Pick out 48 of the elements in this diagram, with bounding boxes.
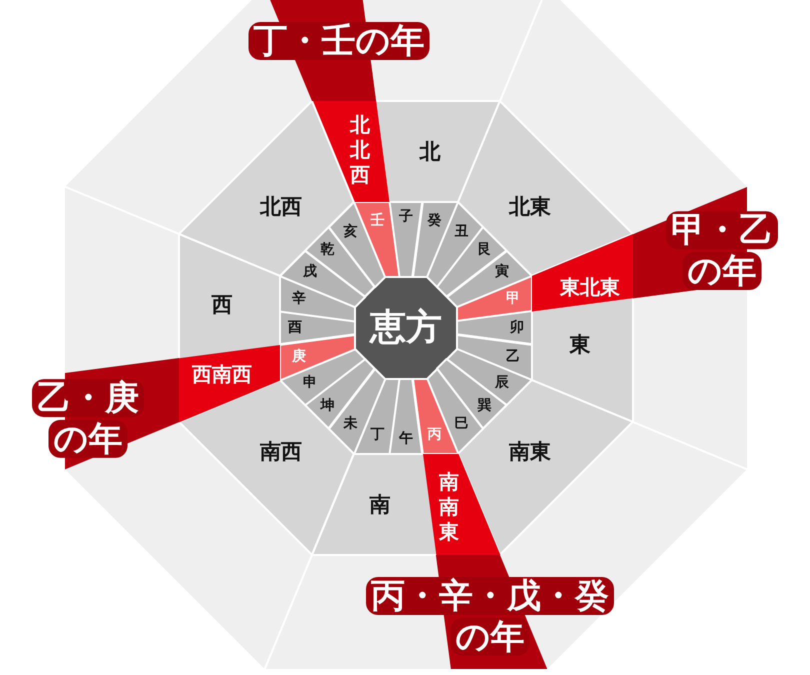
direction-band: [246, 0, 432, 101]
sector-label: 辰: [495, 376, 510, 392]
sector-label: 子: [398, 209, 413, 225]
sector-label: 戌: [302, 264, 317, 280]
highlight-wedge: [179, 344, 280, 422]
direction-label: 南: [369, 493, 390, 517]
sector-label: 乾: [320, 242, 334, 258]
center-label: 恵方: [370, 308, 442, 348]
sector-label: 巳: [454, 416, 468, 432]
sector-label: 未: [343, 416, 358, 432]
highlight-wedge: [422, 454, 500, 555]
sector-label: 午: [398, 431, 413, 447]
sector-label: 寅: [495, 264, 510, 280]
sector-label: 甲: [506, 292, 520, 307]
direction-label: 東北東: [560, 276, 620, 298]
sector-label: 丙: [428, 428, 442, 443]
year-label: 乙・庚の年: [36, 378, 140, 460]
direction-label: 東: [570, 333, 590, 357]
year-label: 丙・辛・戊・癸の年: [370, 576, 610, 658]
direction-label: 西: [212, 293, 232, 317]
sector-label: 坤: [320, 398, 334, 414]
year-label: 丁・壬の年: [252, 21, 426, 62]
highlight-wedge: [532, 234, 633, 312]
direction-band: [633, 186, 781, 298]
sector-label: 乙: [506, 349, 520, 364]
sector-label: 卯: [510, 320, 524, 336]
direction-band: [29, 358, 179, 470]
sector-label: 癸: [428, 213, 442, 228]
sector-label: 丑: [454, 224, 468, 240]
year-label: 甲・乙の年: [670, 210, 774, 292]
sector-label: 壬: [370, 213, 384, 228]
sector-label: 艮: [477, 242, 492, 258]
direction-label: 北東: [508, 195, 551, 219]
direction-label: 北北西: [350, 112, 370, 188]
direction-label: 南西: [260, 440, 302, 464]
sector-label: 申: [302, 376, 317, 392]
sector-label: 亥: [343, 224, 358, 240]
sector-label: 丁: [370, 428, 384, 443]
direction-label: 北: [419, 140, 440, 164]
direction-label: 西南西: [192, 362, 252, 385]
direction-label: 南東: [508, 440, 551, 464]
sector-label: 辛: [292, 292, 306, 307]
direction-label: 北西: [260, 195, 302, 219]
sector-label: 酉: [288, 320, 302, 336]
direction-band: [363, 555, 617, 669]
sector-label: 巽: [477, 398, 492, 414]
sector-label: 庚: [292, 349, 306, 364]
direction-label: 南南東: [438, 470, 459, 544]
